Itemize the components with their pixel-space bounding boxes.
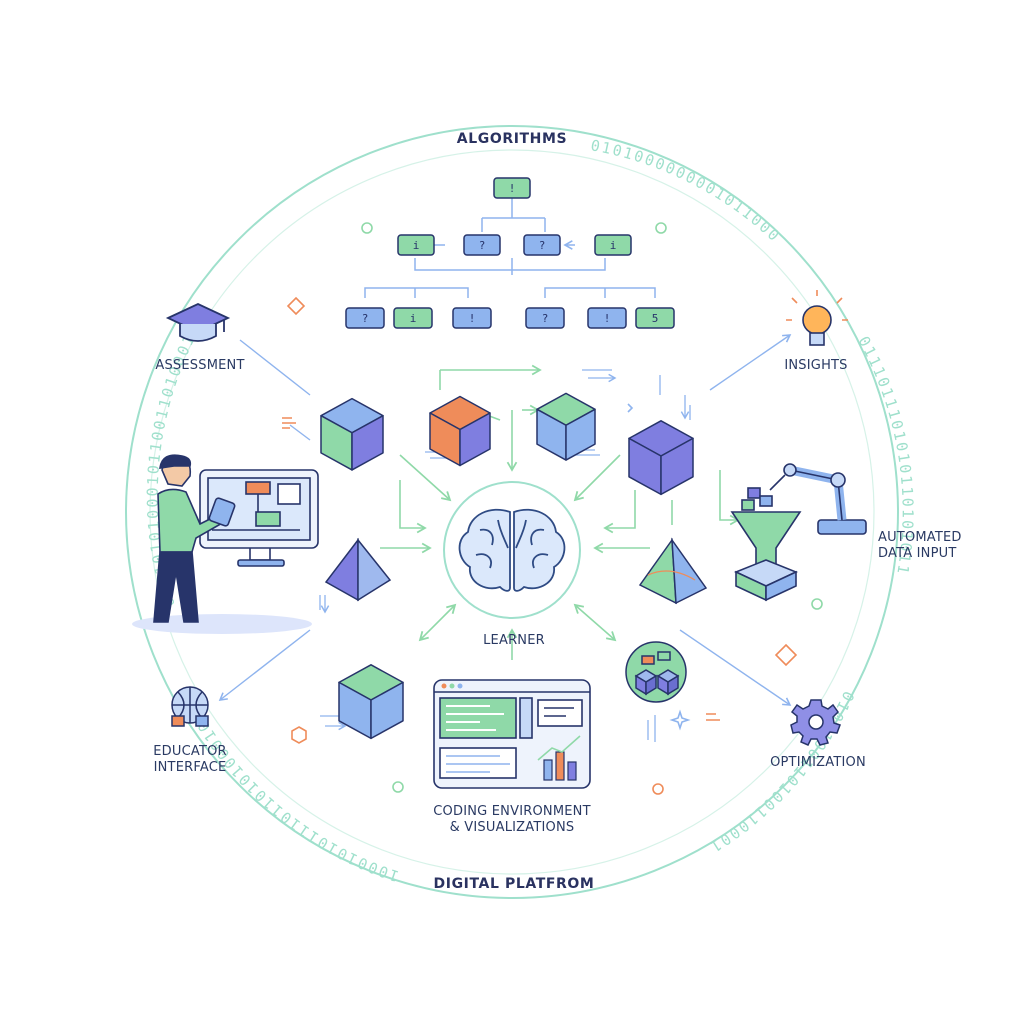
educator-illustration bbox=[132, 454, 319, 634]
automated-line-2: DATA INPUT bbox=[878, 546, 957, 561]
tree-node-glyph: ? bbox=[479, 239, 486, 252]
tree-node-box: ! bbox=[493, 177, 531, 199]
pyramid-right bbox=[638, 537, 708, 605]
ring-bottom-label: DIGITAL PLATFROM bbox=[433, 876, 595, 892]
lightbulb-icon bbox=[786, 290, 848, 346]
cubes bbox=[320, 392, 694, 740]
outer-ring bbox=[125, 125, 899, 899]
inner-ring bbox=[149, 149, 875, 875]
coding-line-2: & VISUALIZATIONS bbox=[449, 820, 575, 835]
node-label-coding-environment: CODING ENVIRONMENT & VISUALIZATIONS bbox=[433, 804, 590, 836]
tree-node-box: i bbox=[594, 234, 632, 256]
center-label-learner: LEARNER bbox=[483, 633, 545, 648]
data-cube bbox=[338, 664, 404, 740]
robot-arm-funnel-icon bbox=[730, 463, 867, 602]
network-cubes-icon bbox=[625, 641, 687, 703]
tree-node-glyph: i bbox=[413, 239, 420, 252]
data-cube bbox=[536, 392, 596, 461]
data-cube bbox=[628, 420, 694, 496]
automated-line-1: AUTOMATED bbox=[878, 530, 962, 545]
person bbox=[153, 454, 236, 623]
tree-node-glyph: 5 bbox=[652, 312, 659, 325]
algorithm-tree-boxes: ! i?? i? i!?! 5 bbox=[345, 177, 675, 329]
educator-globe-icon bbox=[171, 686, 209, 727]
pyramid-left bbox=[324, 537, 392, 602]
tree-node-box: ! bbox=[587, 307, 627, 329]
tree-node-glyph: ? bbox=[539, 239, 546, 252]
educator-line-2: INTERFACE bbox=[153, 760, 227, 775]
ring-top-label: ALGORITHMS bbox=[456, 131, 568, 147]
tree-node-box: i bbox=[393, 307, 433, 329]
coding-line-1: CODING ENVIRONMENT bbox=[433, 804, 591, 819]
tree-node-box: ? bbox=[525, 307, 565, 329]
node-label-assessment: ASSESSMENT bbox=[155, 358, 245, 373]
tree-node-box: 5 bbox=[635, 307, 675, 329]
binary-top-right: 0101000000001011000 bbox=[589, 136, 784, 246]
node-label-educator-interface: EDUCATOR INTERFACE bbox=[153, 744, 227, 776]
node-label-optimization: OPTIMIZATION bbox=[770, 755, 866, 770]
tree-node-glyph: i bbox=[410, 312, 417, 325]
tree-node-box: ? bbox=[345, 307, 385, 329]
tree-node-box: ! bbox=[452, 307, 492, 329]
gear-icon bbox=[790, 699, 841, 746]
decorations bbox=[282, 222, 823, 795]
brain-icon bbox=[458, 508, 566, 592]
graduation-cap-icon bbox=[165, 303, 231, 342]
data-cube bbox=[429, 395, 491, 467]
outer-connectors bbox=[218, 334, 792, 706]
monitor bbox=[199, 469, 319, 567]
tree-node-box: ? bbox=[523, 234, 561, 256]
tree-node-glyph: ! bbox=[604, 312, 611, 325]
tree-node-glyph: ? bbox=[542, 312, 549, 325]
tree-node-glyph: ! bbox=[509, 182, 516, 195]
tree-node-glyph: i bbox=[610, 239, 617, 252]
tree-node-glyph: ! bbox=[469, 312, 476, 325]
coding-environment-window bbox=[433, 679, 591, 789]
tree-node-glyph: ? bbox=[362, 312, 369, 325]
connector-arrows bbox=[380, 364, 740, 660]
learner-node bbox=[443, 481, 581, 619]
algorithm-tree bbox=[364, 198, 656, 298]
tree-node-box: i bbox=[397, 234, 435, 256]
educator-line-1: EDUCATOR bbox=[153, 744, 227, 759]
data-cube bbox=[320, 397, 384, 471]
tree-node-box: ? bbox=[463, 234, 501, 256]
node-label-automated-data-input: AUTOMATED DATA INPUT bbox=[878, 530, 962, 562]
node-label-insights: INSIGHTS bbox=[784, 358, 848, 373]
